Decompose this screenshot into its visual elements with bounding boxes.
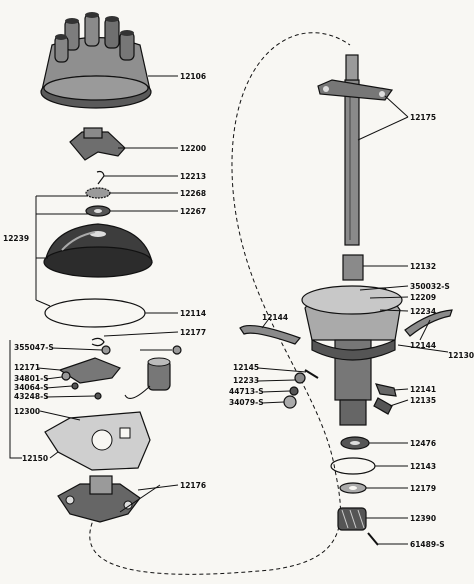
distributor-housing-part bbox=[301, 285, 403, 426]
label-12234: 12234 bbox=[410, 307, 436, 316]
label-61489-s: 61489-S bbox=[410, 540, 445, 549]
label-12132: 12132 bbox=[410, 262, 436, 271]
label-34801-s: 34801-S bbox=[14, 374, 49, 383]
label-12179: 12179 bbox=[410, 484, 436, 493]
breaker-plate-part bbox=[44, 411, 151, 471]
oil-seal-ring-part bbox=[330, 457, 376, 475]
label-12300: 12300 bbox=[14, 407, 40, 416]
advance-plate-part bbox=[57, 475, 141, 523]
label-12476: 12476 bbox=[410, 439, 436, 448]
label-34064-s: 34064-S bbox=[14, 383, 49, 392]
label-12267: 12267 bbox=[180, 207, 206, 216]
label-12106: 12106 bbox=[180, 72, 206, 81]
label-12144-left: 12144 bbox=[262, 313, 288, 322]
dust-shield-part bbox=[43, 223, 153, 278]
gear-pin-part bbox=[367, 532, 379, 546]
gasket-ring-part bbox=[44, 298, 146, 328]
label-12177: 12177 bbox=[180, 328, 206, 337]
rotor-part bbox=[69, 127, 126, 161]
bushing-part bbox=[342, 254, 364, 281]
label-12239: 12239 bbox=[3, 234, 29, 243]
distributor-cap-part bbox=[40, 12, 152, 109]
label-12150: 12150 bbox=[22, 454, 48, 463]
label-12213: 12213 bbox=[180, 172, 206, 181]
label-12143: 12143 bbox=[410, 462, 436, 471]
label-12200: 12200 bbox=[180, 144, 206, 153]
label-12268: 12268 bbox=[180, 189, 206, 198]
label-12209: 12209 bbox=[410, 293, 436, 302]
spring-washer-stack bbox=[85, 170, 111, 217]
distributor-shaft-part bbox=[317, 54, 394, 246]
fastener-group bbox=[283, 369, 319, 409]
label-12171: 12171 bbox=[14, 363, 40, 372]
clip-left-part bbox=[239, 324, 302, 345]
label-12130: 12130 bbox=[448, 351, 474, 360]
condenser-part bbox=[124, 345, 182, 399]
lever-part bbox=[375, 383, 397, 397]
breaker-points-part bbox=[58, 345, 121, 400]
label-12390: 12390 bbox=[410, 514, 436, 523]
label-44713-s: 44713-S bbox=[229, 387, 264, 396]
label-12233: 12233 bbox=[233, 376, 259, 385]
label-34079-s: 34079-S bbox=[229, 398, 264, 407]
label-12175: 12175 bbox=[410, 113, 436, 122]
label-12135: 12135 bbox=[410, 396, 436, 405]
clip-part bbox=[91, 337, 105, 347]
label-12176: 12176 bbox=[180, 481, 206, 490]
vacuum-arm-part bbox=[373, 397, 393, 415]
label-12144-right: 12144 bbox=[410, 341, 436, 350]
label-12141: 12141 bbox=[410, 385, 436, 394]
label-12145: 12145 bbox=[233, 363, 259, 372]
drive-gear-part bbox=[337, 507, 367, 531]
label-12114: 12114 bbox=[180, 309, 206, 318]
label-350032-s: 350032-S bbox=[410, 282, 450, 291]
dashed-assembly-path bbox=[89, 32, 351, 575]
label-43248-s: 43248-S bbox=[14, 392, 49, 401]
label-355047-s: 355047-S bbox=[14, 343, 54, 352]
